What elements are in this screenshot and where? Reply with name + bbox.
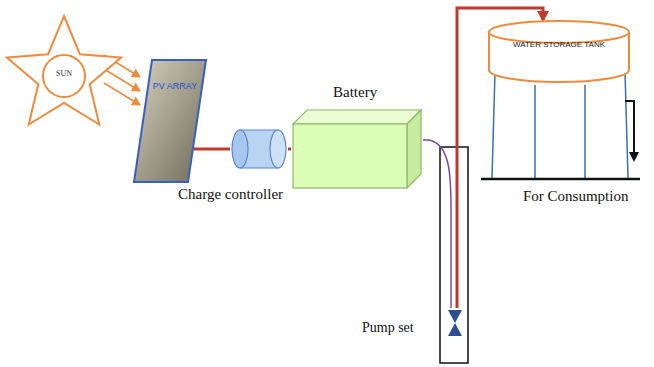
controller-cylinder [230,126,288,172]
tank-cylinder [486,18,632,84]
connector [288,149,291,150]
ground-line [481,178,640,181]
pv-panel [132,58,208,184]
well-casing [440,147,468,363]
node-label: Pump set [362,320,414,336]
battery-box [291,108,423,190]
node-label: WATER STORAGE TANK [513,40,605,63]
outflow-arrow [625,101,634,160]
diagram-node: SUN [2,12,126,134]
connector [423,140,451,308]
node-label: SUN [56,69,72,78]
connector [194,149,230,150]
diagram-node: PV ARRAY [132,58,208,184]
pump-symbol [446,308,464,338]
diagram-node: Battery [291,108,423,190]
diagram-node: WATER STORAGE TANK [486,18,632,84]
diagram-node: Charge controller [230,126,288,172]
node-label: PV ARRAY [143,81,197,161]
diagram-node: Pump set [446,308,464,338]
consumption-label: For Consumption [523,188,628,205]
node-label: Battery [333,84,377,101]
node-label: Charge controller [178,186,283,203]
tank-legs [492,72,628,178]
